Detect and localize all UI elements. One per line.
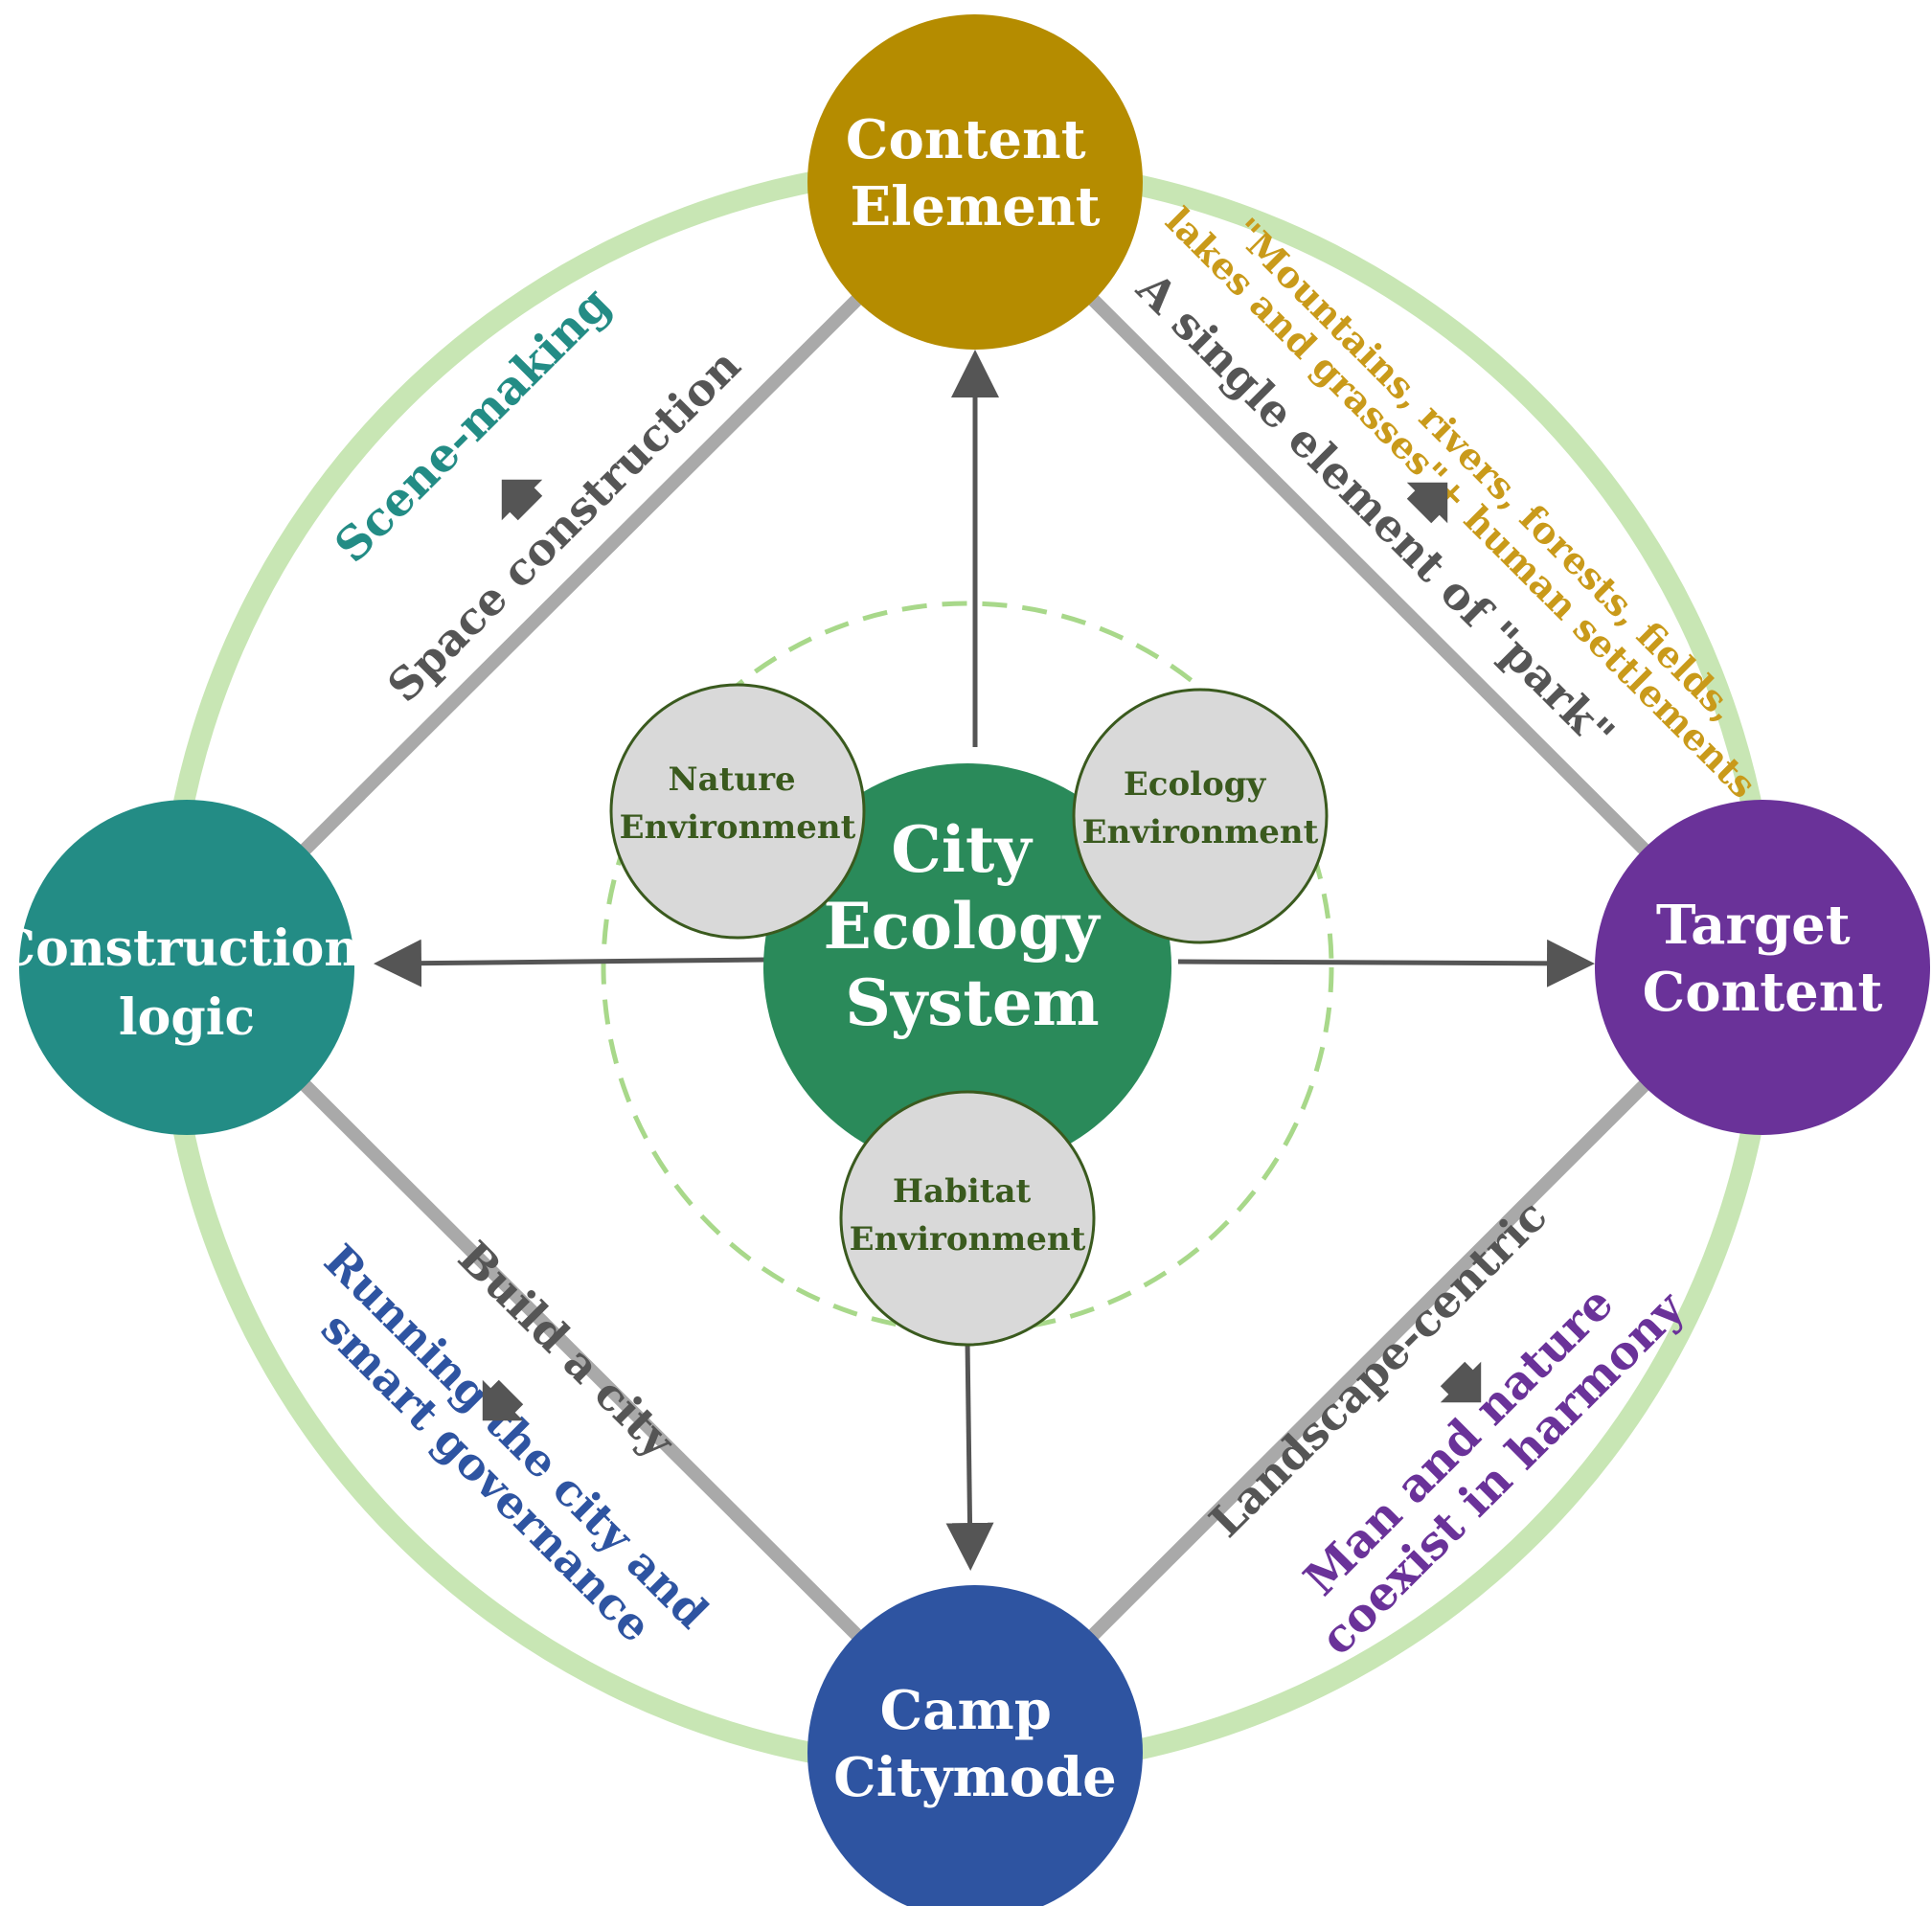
ecology-line-2: Environment — [1082, 813, 1319, 851]
svg-text:Habitat Environment: Habitat Environment — [850, 1172, 1086, 1259]
edge-top-left — [182, 177, 980, 972]
svg-text:Camp Citymode: Camp Citymode — [833, 1679, 1117, 1809]
svg-text:Target Content: Target Content — [1643, 894, 1883, 1024]
svg-text:Content Element: Content Element — [846, 108, 1104, 238]
node-top-line-2: Element — [850, 175, 1100, 238]
arrow-down-right-icon — [1440, 1361, 1482, 1403]
edge-top-right — [970, 177, 1767, 972]
node-content-element: Content Element — [807, 14, 1143, 350]
center-line-2: Ecology — [823, 889, 1101, 964]
edge-bottom-left — [182, 963, 980, 1758]
center-line-1: City — [891, 812, 1033, 887]
label-harmony-line-2: coexist in harmony — [1310, 1280, 1696, 1666]
arrow-right — [1177, 939, 1595, 987]
svg-text:Ecology Environment: Ecology Environment — [1082, 765, 1319, 851]
arrow-down — [945, 1340, 994, 1571]
ecology-line-1: Ecology — [1124, 765, 1267, 804]
subsystem-nature: Nature Environment — [609, 683, 866, 940]
node-construction-logic: Construction logic — [0, 800, 377, 1135]
node-right-line-2: Content — [1643, 961, 1883, 1024]
svg-text:Construction logic: Construction logic — [0, 919, 377, 1047]
label-harmony-line-1: Man and nature — [1294, 1277, 1624, 1606]
subsystem-ecology: Ecology Environment — [1072, 688, 1329, 944]
node-bottom-line-1: Camp — [880, 1679, 1052, 1742]
node-top-line-1: Content — [846, 108, 1086, 171]
node-camp-citymode: Camp Citymode — [807, 1585, 1143, 1906]
node-left-line-1: Construction — [0, 919, 360, 978]
nature-line-2: Environment — [620, 808, 856, 847]
nature-line-1: Nature — [669, 760, 796, 799]
label-space-construction: Space construction — [377, 339, 750, 712]
arrow-up-left-icon — [501, 479, 543, 521]
habitat-line-1: Habitat — [893, 1172, 1032, 1211]
node-right-line-1: Target — [1656, 894, 1851, 957]
arrow-up-right-icon — [1406, 482, 1448, 524]
node-left-line-2: logic — [119, 988, 255, 1047]
node-bottom-line-2: Citymode — [833, 1746, 1117, 1809]
svg-text:Nature Environment: Nature Environment — [620, 760, 856, 847]
center-node: City Ecology System — [763, 763, 1171, 1171]
arrow-left — [374, 939, 767, 987]
edge-bottom-right — [970, 963, 1767, 1758]
svg-text:Man and nature coexist in: Man and nature coexist in harmony — [1272, 1242, 1695, 1666]
center-line-3: System — [845, 965, 1099, 1040]
svg-text:City Ecology Syste: City Ecology System — [823, 812, 1121, 1040]
node-target-content: Target Content — [1595, 800, 1930, 1135]
arrow-down-left-icon — [482, 1379, 524, 1421]
habitat-line-2: Environment — [850, 1220, 1086, 1259]
subsystem-habitat: Habitat Environment — [839, 1090, 1096, 1347]
